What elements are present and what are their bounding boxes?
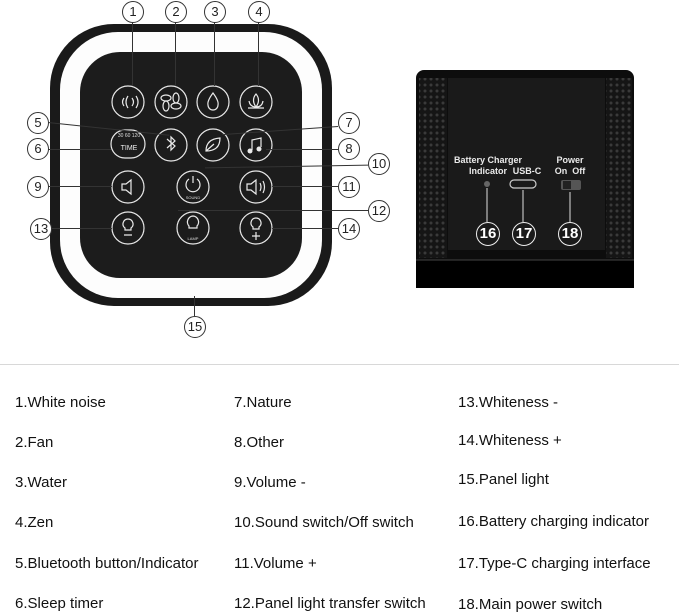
legend-item-18: 18.Main power switch <box>458 596 603 613</box>
power-label-line2: On Off <box>554 166 586 176</box>
power-label-line1: Power <box>556 155 584 165</box>
legend-item-16: 16.Battery charging indicator <box>458 513 649 530</box>
legend-item-5: 5.Bluetooth button/Indicator <box>15 555 199 572</box>
zen-lotus-icon <box>248 93 264 109</box>
legend-item-17: 17.Type-C charging interface <box>458 555 651 572</box>
callout-16: 16 <box>476 222 500 246</box>
callout-12: 12 <box>368 200 390 222</box>
section-divider <box>0 364 679 365</box>
speaker-grill-right <box>606 78 632 258</box>
callout-9: 9 <box>27 176 49 198</box>
legend-item-7: 7.Nature <box>234 394 292 411</box>
port-panel <box>448 78 605 250</box>
volume-down-button <box>111 170 145 204</box>
legend-item-3: 3.Water <box>15 474 67 491</box>
base-strip <box>416 260 634 288</box>
leader-line-9 <box>48 186 112 187</box>
callout-11: 11 <box>338 176 360 198</box>
legend-item-10: 10.Sound switch/Off switch <box>234 514 414 531</box>
callout-13: 13 <box>30 218 52 240</box>
bluetooth-icon <box>166 135 176 152</box>
lamp-button <box>176 211 210 245</box>
legend-item-15: 15.Panel light <box>458 471 549 488</box>
power-icon <box>185 176 201 193</box>
sound-text: SOUND <box>185 195 201 200</box>
leader-line-8 <box>266 149 338 150</box>
callout-18: 18 <box>558 222 582 246</box>
leader-line-6 <box>48 149 111 150</box>
legend-item-12: 12.Panel light transfer switch <box>234 595 426 612</box>
device-back <box>416 70 634 288</box>
water-drop-icon <box>207 91 219 111</box>
white-noise-button <box>111 85 145 119</box>
legend-item-13: 13.Whiteness - <box>458 394 559 411</box>
leader-line-3 <box>214 21 215 86</box>
callout-1: 1 <box>122 1 144 23</box>
callout-3: 3 <box>204 1 226 23</box>
whiteness-down-button <box>111 211 145 245</box>
lamp-text: LAMP <box>187 236 199 241</box>
leader-line-14 <box>272 228 338 229</box>
callout-6: 6 <box>27 138 49 160</box>
leader-line-2 <box>175 21 176 86</box>
timer-ticks: 30 60 120 <box>117 133 141 139</box>
volume-up-button <box>239 170 273 204</box>
white-noise-icon <box>121 95 139 109</box>
volume-up-icon <box>246 178 266 196</box>
battery-label-line1: Battery Charger <box>453 155 523 165</box>
music-note-icon <box>251 137 262 150</box>
legend-item-9: 9.Volume - <box>234 474 306 491</box>
battery-indicator-led <box>484 181 490 187</box>
bulb-minus-icon <box>122 218 134 236</box>
callout-15: 15 <box>184 316 206 338</box>
callout-17: 17 <box>512 222 536 246</box>
callout-14: 14 <box>338 218 360 240</box>
usb-c-port <box>509 179 537 189</box>
battery-label-line2: Indicator <box>468 166 507 176</box>
control-panel <box>80 52 302 278</box>
device-front <box>50 24 332 306</box>
speaker-grill-left <box>419 78 447 258</box>
bulb-plus-icon <box>250 217 262 240</box>
callout-7: 7 <box>338 112 360 134</box>
zen-button <box>239 85 273 119</box>
legend-item-1: 1.White noise <box>15 394 106 411</box>
legend-item-14: 14.Whiteness + <box>458 432 562 449</box>
product-diagram: 30 60 120 TIME SOUND LAMP 1 2 3 4 5 6 7 … <box>27 1 634 338</box>
timer-text: TIME <box>120 145 138 152</box>
fan-button <box>154 85 188 119</box>
leader-line-12 <box>178 210 368 211</box>
water-button <box>196 85 230 119</box>
leaf-icon <box>205 137 221 152</box>
leader-line-13 <box>50 228 112 229</box>
callout-8: 8 <box>338 138 360 160</box>
usbc-label: USB-C <box>512 166 542 176</box>
callout-10: 10 <box>368 153 390 175</box>
leader-line-15 <box>194 296 195 316</box>
legend-item-11: 11.Volume + <box>234 555 317 572</box>
legend-item-6: 6.Sleep timer <box>15 595 104 612</box>
bluetooth-button <box>154 128 188 162</box>
legend-item-2: 2.Fan <box>15 434 54 451</box>
legend-item-8: 8.Other <box>234 434 285 451</box>
nature-button <box>196 128 230 162</box>
callout-2: 2 <box>165 1 187 23</box>
other-button <box>239 128 273 162</box>
leader-line-11 <box>272 186 338 187</box>
callout-4: 4 <box>248 1 270 23</box>
legend-item-4: 4.Zen <box>15 514 54 531</box>
volume-down-icon <box>121 178 132 196</box>
leader-line-4 <box>258 21 259 86</box>
leader-line-1 <box>132 21 133 86</box>
fan-icon <box>160 92 182 112</box>
sound-button <box>176 170 210 204</box>
callout-5: 5 <box>27 112 49 134</box>
lamp-bulb-icon <box>186 215 200 229</box>
